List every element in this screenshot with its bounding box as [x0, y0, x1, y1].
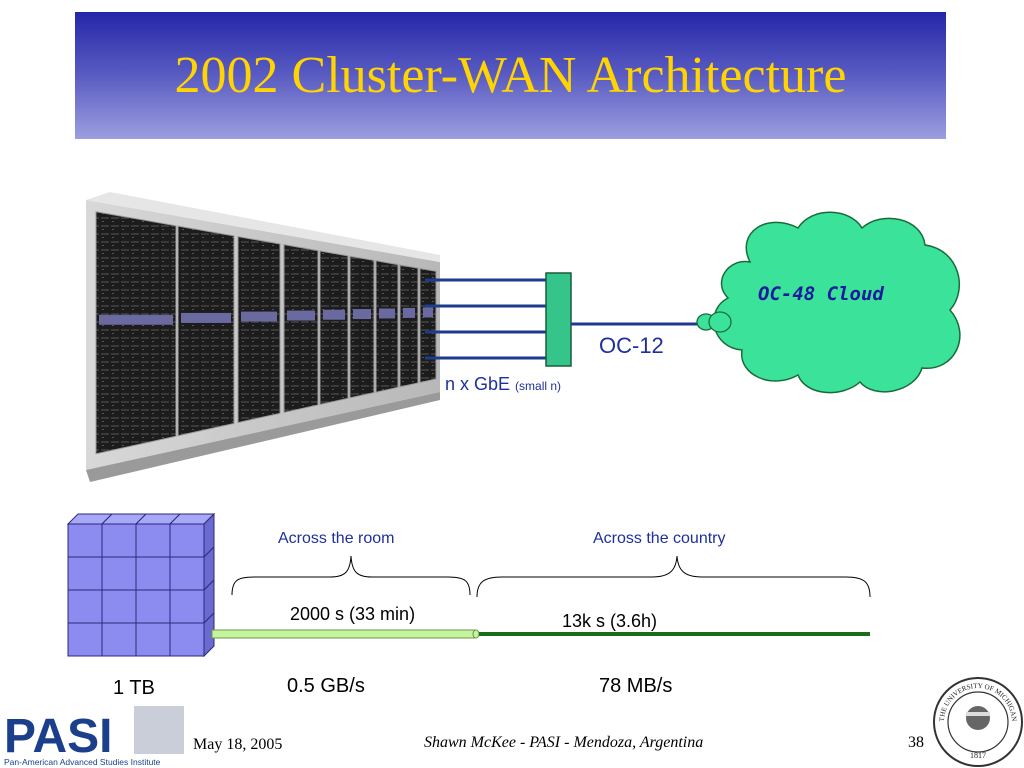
storage-cell — [135, 589, 171, 624]
storage-cell — [101, 589, 137, 624]
server-cabinet-plate — [379, 308, 395, 319]
server-cabinet-plate — [99, 314, 173, 325]
storage-cell — [67, 556, 103, 591]
server-cabinet-plate — [323, 309, 345, 320]
server-cabinet-plate — [353, 309, 371, 320]
server-cabinet — [95, 211, 177, 455]
svg-text:1817: 1817 — [970, 751, 986, 760]
storage-label: 1 TB — [113, 677, 155, 699]
storage-cell — [169, 589, 205, 624]
server-cabinet-plate — [403, 307, 415, 318]
footer-page-number: 38 — [908, 734, 924, 751]
gbe-links — [425, 278, 548, 360]
across-country-label: Across the country — [593, 530, 726, 547]
server-cabinet-plate — [287, 310, 315, 321]
server-cabinet — [237, 236, 281, 424]
brace-across-country — [476, 555, 871, 598]
server-cabinet-plate — [423, 307, 433, 318]
gbe-label-main: n x GbE — [445, 374, 511, 394]
storage-cell — [67, 622, 103, 657]
pasi-logo: PASI Pan-American Advanced Studies Insti… — [0, 706, 184, 768]
country-rate-label: 78 MB/s — [599, 675, 673, 697]
server-cabinet — [419, 267, 437, 384]
network-switch — [545, 272, 572, 367]
footer-date: May 18, 2005 — [193, 736, 283, 753]
storage-cell — [169, 622, 205, 657]
storage-cell — [67, 589, 103, 624]
storage-cell — [101, 622, 137, 657]
title-bar: 2002 Cluster-WAN Architecture — [75, 12, 946, 139]
svg-text:PASI: PASI — [4, 710, 112, 763]
server-cabinet — [319, 250, 349, 406]
svg-text:Pan-American Advanced Studies: Pan-American Advanced Studies Institute — [4, 757, 161, 767]
room-link — [211, 629, 477, 639]
gbe-link-label: n x GbE (small n) — [445, 374, 561, 395]
storage-cell — [169, 523, 205, 558]
storage-cube-icon — [66, 512, 216, 658]
server-cabinet — [283, 244, 319, 414]
storage-cell — [101, 556, 137, 591]
storage-cell — [135, 523, 171, 558]
country-time-label: 13k s (3.6h) — [562, 611, 658, 631]
across-room-label: Across the room — [278, 530, 395, 547]
room-time-label: 2000 s (33 min) — [290, 604, 416, 624]
cloud-label: OC-48 Cloud — [758, 283, 884, 305]
footer-author: Shawn McKee - PASI - Mendoza, Argentina — [424, 734, 704, 751]
room-rate-label: 0.5 GB/s — [287, 675, 365, 697]
server-cabinet — [177, 225, 235, 437]
university-seal-icon: THE UNIVERSITY OF MICHIGAN 1817 — [933, 677, 1023, 767]
cloud-icon — [696, 211, 961, 394]
storage-cell — [135, 556, 171, 591]
server-rack-image — [86, 192, 440, 482]
storage-cell — [135, 622, 171, 657]
oc12-label: OC-12 — [599, 333, 664, 358]
server-cabinet-plate — [241, 311, 277, 322]
server-cabinet — [375, 260, 399, 393]
gbe-label-small: (small n) — [515, 379, 562, 393]
storage-cell — [169, 556, 205, 591]
server-cabinet — [399, 264, 419, 388]
server-cabinet-plate — [181, 312, 231, 323]
slide-title: 2002 Cluster-WAN Architecture — [174, 47, 847, 104]
storage-cell — [101, 523, 137, 558]
server-cabinet — [349, 255, 375, 399]
brace-across-room — [231, 555, 471, 596]
storage-cell — [67, 523, 103, 558]
